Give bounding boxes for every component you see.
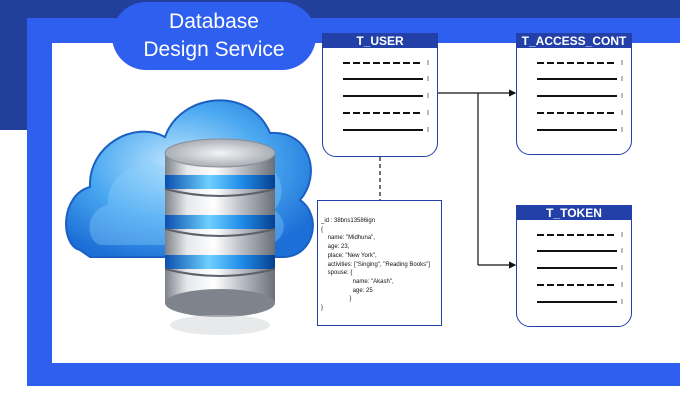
field-row — [343, 76, 429, 81]
field-row — [537, 127, 623, 132]
title-badge: Database Design Service — [112, 2, 316, 70]
json-line: } — [321, 296, 352, 303]
database-cloud-illustration — [65, 99, 314, 335]
json-line: age: 25 — [321, 287, 373, 294]
field-row — [537, 265, 623, 270]
json-line: _id : 38bns13586ign — [321, 218, 376, 224]
field-row — [537, 60, 623, 65]
field-row — [343, 60, 429, 65]
json-line: { — [321, 226, 324, 233]
table-t-token[interactable]: T_TOKEN — [516, 205, 632, 327]
field-row — [343, 110, 429, 115]
field-row — [537, 110, 623, 115]
json-line: place: "New York", — [321, 252, 377, 259]
field-row — [537, 299, 623, 304]
field-row — [537, 248, 623, 253]
json-line: spouse: { — [321, 270, 353, 277]
json-line: name: "Midhuna", — [321, 235, 375, 242]
json-line: activities: ["Singing", "Reading Books"] — [321, 261, 430, 268]
field-row — [343, 93, 429, 98]
table-t-token-header: T_TOKEN — [517, 206, 631, 220]
table-t-user[interactable]: T_USER — [322, 33, 438, 157]
table-t-access-cont[interactable]: T_ACCESS_CONT — [516, 33, 632, 155]
database-server-icon — [164, 138, 276, 335]
json-document: _id : 38bns13586ign { name: "Midhuna", a… — [317, 200, 442, 326]
field-row — [537, 76, 623, 81]
field-row — [343, 127, 429, 132]
field-row — [537, 93, 623, 98]
json-line: age: 23, — [321, 244, 350, 251]
title-line-2: Design Service — [143, 38, 285, 61]
json-line: name: "Akash", — [321, 278, 394, 285]
json-line: } — [321, 305, 324, 312]
field-row — [537, 282, 623, 287]
field-row — [537, 232, 623, 237]
table-t-user-header: T_USER — [323, 34, 437, 48]
table-t-access-cont-header: T_ACCESS_CONT — [517, 34, 631, 48]
title-line-1: Database — [169, 10, 259, 33]
